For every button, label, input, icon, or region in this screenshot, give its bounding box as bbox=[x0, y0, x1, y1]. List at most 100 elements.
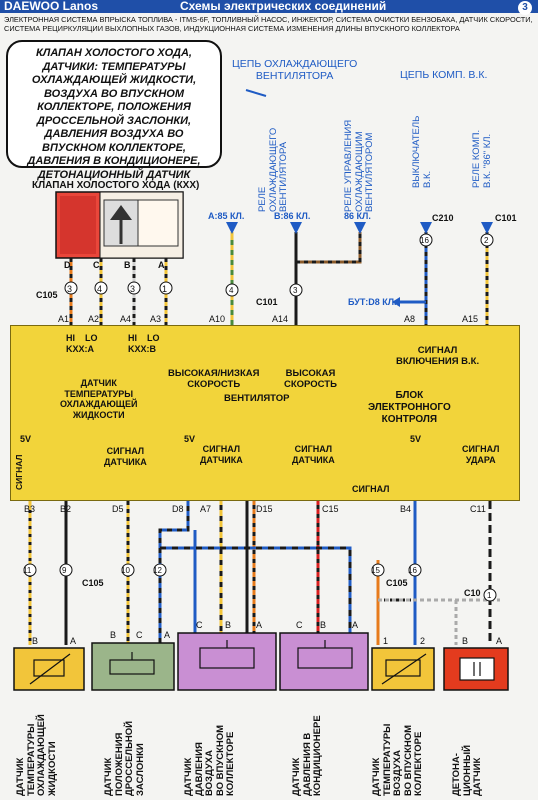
ac-pressure-pin-a: A bbox=[352, 620, 359, 630]
v5-mid: 5V bbox=[184, 434, 196, 444]
connector-c105-top: C105 bbox=[36, 290, 58, 300]
idle-pin-d: D bbox=[64, 260, 71, 270]
connector-c10: C10 bbox=[464, 588, 481, 598]
terminal-b86: B:86 КЛ. bbox=[274, 211, 311, 221]
ecu-pin-a14: A14 bbox=[272, 314, 289, 324]
page-subtitle: ЭЛЕКТРОННАЯ СИСТЕМА ВПРЫСКА ТОПЛИВА - IT… bbox=[4, 15, 533, 33]
c105-pin-15: 15 bbox=[371, 566, 380, 575]
ac-pressure-sensor-label: ДАТЧИК ДАВЛЕНИЯ В КОНДИЦИОНЕРЕ bbox=[291, 715, 323, 796]
connector-c101-top: C101 bbox=[495, 213, 517, 223]
connector-c105-right: C105 bbox=[386, 578, 408, 588]
fan-speed-high-label: ВЫСОКАЯ СКОРОСТЬ bbox=[284, 368, 337, 390]
signal-right-label: СИГНАЛ bbox=[352, 484, 390, 494]
page-number-badge: 3 bbox=[518, 1, 532, 15]
callout-bubble: КЛАПАН ХОЛОСТОГО ХОДА, ДАТЧИКИ: ТЕМПЕРАТ… bbox=[6, 40, 222, 181]
idle-conn-pin-4: 1 bbox=[162, 284, 168, 294]
ac-switch-label: ВЫКЛЮЧАТЕЛЬ В.К. bbox=[411, 115, 433, 188]
intake-air-temp-sensor-label: ДАТЧИК ТЕМПЕРАТУРЫ ВОЗДУХА ВО ВПУСКНОМ К… bbox=[371, 723, 424, 796]
idle-pin-b: B bbox=[124, 260, 131, 270]
terminal-a85: A:85 КЛ. bbox=[208, 211, 245, 221]
idle-pin-c: C bbox=[93, 260, 100, 270]
throttle-pin-a: A bbox=[164, 630, 171, 640]
idle-conn-pin-3: 3 bbox=[130, 284, 136, 294]
fan-speed-low-label: ВЫСОКАЯ/НИЗКАЯ СКОРОСТЬ bbox=[168, 368, 260, 390]
coolant-temp-sensor-label: ДАТЧИК ТЕМПЕРАТУРЫ ОХЛАЖДАЮЩЕЙ ЖИДКОСТИ bbox=[15, 714, 58, 796]
ecu-pin-d5: D5 bbox=[112, 504, 124, 514]
ecu-pin-b2: B2 bbox=[60, 504, 72, 514]
map-pin-a: A bbox=[256, 620, 263, 630]
idle-valve-title: КЛАПАН ХОЛОСТОГО ХОДА (КХХ) bbox=[32, 180, 200, 191]
ecu-pin-a2: A2 bbox=[88, 314, 100, 324]
throttle-pin-b: B bbox=[110, 630, 117, 640]
ecu-pin-d15: D15 bbox=[256, 504, 273, 514]
c105-pin-16: 16 bbox=[408, 566, 417, 575]
ac-circuit-title: ЦЕПЬ КОМП. В.К. bbox=[400, 69, 488, 81]
connector-c210: C210 bbox=[432, 213, 454, 223]
fan-control-relay-label: РЕЛЕ УПРАВЛЕНИЯ ОХЛАЖДАЮЩИМ ВЕНТИЛЯТОРОМ bbox=[343, 119, 375, 212]
knock-pin-a: A bbox=[496, 636, 503, 646]
sensor-signal-2: СИГНАЛ ДАТЧИКА bbox=[200, 444, 243, 465]
page-title: Схемы электрических соединений bbox=[180, 0, 387, 13]
air-temp-pin-2: 2 bbox=[420, 636, 426, 646]
throttle-pin-c: C bbox=[136, 630, 143, 640]
ecu-pin-b4: B4 bbox=[400, 504, 412, 514]
ecu-pin-c15: C15 bbox=[322, 504, 339, 514]
ac-pressure-pin-b: B bbox=[320, 620, 327, 630]
ecu-pin-a4: A4 bbox=[120, 314, 132, 324]
pin-2: 2 bbox=[484, 236, 489, 245]
ecu-pin-a3: A3 bbox=[150, 314, 162, 324]
idle-conn-pin-1: 3 bbox=[67, 284, 73, 294]
idle-pin-a: A bbox=[158, 260, 165, 270]
terminal-but-d8: БУТ:D8 КЛ. bbox=[348, 297, 397, 307]
ecu-block-title: БЛОК ЭЛЕКТРОННОГО КОНТРОЛЯ bbox=[368, 390, 451, 425]
air-temp-pin-1: 1 bbox=[383, 636, 389, 646]
kxx-b-label: HI LO KXX:B bbox=[128, 333, 160, 354]
coolant-pin-a: A bbox=[70, 636, 77, 646]
ecu-pin-a8: A8 bbox=[404, 314, 416, 324]
pin-3: 3 bbox=[293, 286, 298, 295]
ecu-pin-d8: D8 bbox=[172, 504, 184, 514]
ac-pressure-pin-c: C bbox=[296, 620, 303, 630]
fan-relay-label: РЕЛЕ ОХЛАЖДАЮЩЕГО ВЕНТИЛЯТОРА bbox=[257, 127, 289, 212]
pin-4: 4 bbox=[229, 286, 234, 295]
pin-16: 16 bbox=[420, 236, 429, 245]
c105-pin-12: 12 bbox=[153, 566, 162, 575]
c105-pin-9: 9 bbox=[62, 566, 67, 575]
c10-pin-1: 1 bbox=[487, 591, 492, 600]
coolant-pin-b: B bbox=[32, 636, 39, 646]
c105-pin-10: 10 bbox=[121, 566, 130, 575]
ecu-pin-a1: A1 bbox=[58, 314, 70, 324]
ecu-pin-a15: A15 bbox=[462, 314, 479, 324]
sensor-signal-3: СИГНАЛ ДАТЧИКА bbox=[292, 444, 335, 465]
c105-pin-11: 11 bbox=[23, 566, 32, 575]
coolant-sensor-ecu-label: ДАТЧИК ТЕМПЕРАТУРЫ ОХЛАЖДАЮЩЕЙ ЖИДКОСТИ bbox=[60, 378, 138, 420]
ecu-pin-a10: A10 bbox=[209, 314, 226, 324]
sensor-signal-1: СИГНАЛ ДАТЧИКА bbox=[104, 446, 147, 467]
knock-pin-b: B bbox=[462, 636, 469, 646]
ac-relay-label: РЕЛЕ КОМП. В.К. "86" КЛ. bbox=[471, 129, 493, 188]
terminal-86: 86 КЛ. bbox=[344, 211, 371, 221]
knock-signal-label: СИГНАЛ УДАРА bbox=[462, 444, 500, 465]
header-bar: DAEWOO Lanos Схемы электрических соедине… bbox=[0, 0, 538, 15]
connector-c105-left: C105 bbox=[82, 578, 104, 588]
ac-signal-label: СИГНАЛ ВКЛЮЧЕНИЯ В.К. bbox=[396, 345, 480, 367]
map-sensor-label: ДАТЧИК ДАВЛЕНИЯ ВОЗДУХА ВО ВПУСКНОМ КОЛЛ… bbox=[183, 724, 236, 796]
v5-left: 5V bbox=[20, 434, 32, 444]
ecu-pin-c11: C11 bbox=[470, 504, 486, 514]
map-pin-c: C bbox=[196, 620, 203, 630]
connector-c101-mid: C101 bbox=[256, 297, 278, 307]
ecu-block bbox=[10, 325, 520, 501]
throttle-position-sensor-label: ДАТЧИК ПОЛОЖЕНИЯ ДРОССЕЛЬНОЙ ЗАСЛОНКИ bbox=[103, 721, 146, 796]
idle-conn-pin-2: 4 bbox=[97, 284, 103, 294]
signal-left-label: СИГНАЛ bbox=[14, 454, 24, 490]
map-pin-b: B bbox=[225, 620, 232, 630]
knock-sensor-label: ДЕТОНА- ЦИОННЫЙ ДАТЧИК bbox=[451, 744, 483, 796]
ecu-pin-b3: B3 bbox=[24, 504, 36, 514]
idle-valve-component bbox=[55, 191, 184, 259]
brand-title: DAEWOO Lanos bbox=[4, 0, 99, 13]
v5-right: 5V bbox=[410, 434, 422, 444]
fan-circuit-title: ЦЕПЬ ОХЛАЖДАЮЩЕГО ВЕНТИЛЯТОРА bbox=[232, 58, 358, 82]
kxx-a-label: HI LO KXX:A bbox=[66, 333, 98, 354]
fan-label: ВЕНТИЛЯТОР bbox=[224, 393, 290, 404]
